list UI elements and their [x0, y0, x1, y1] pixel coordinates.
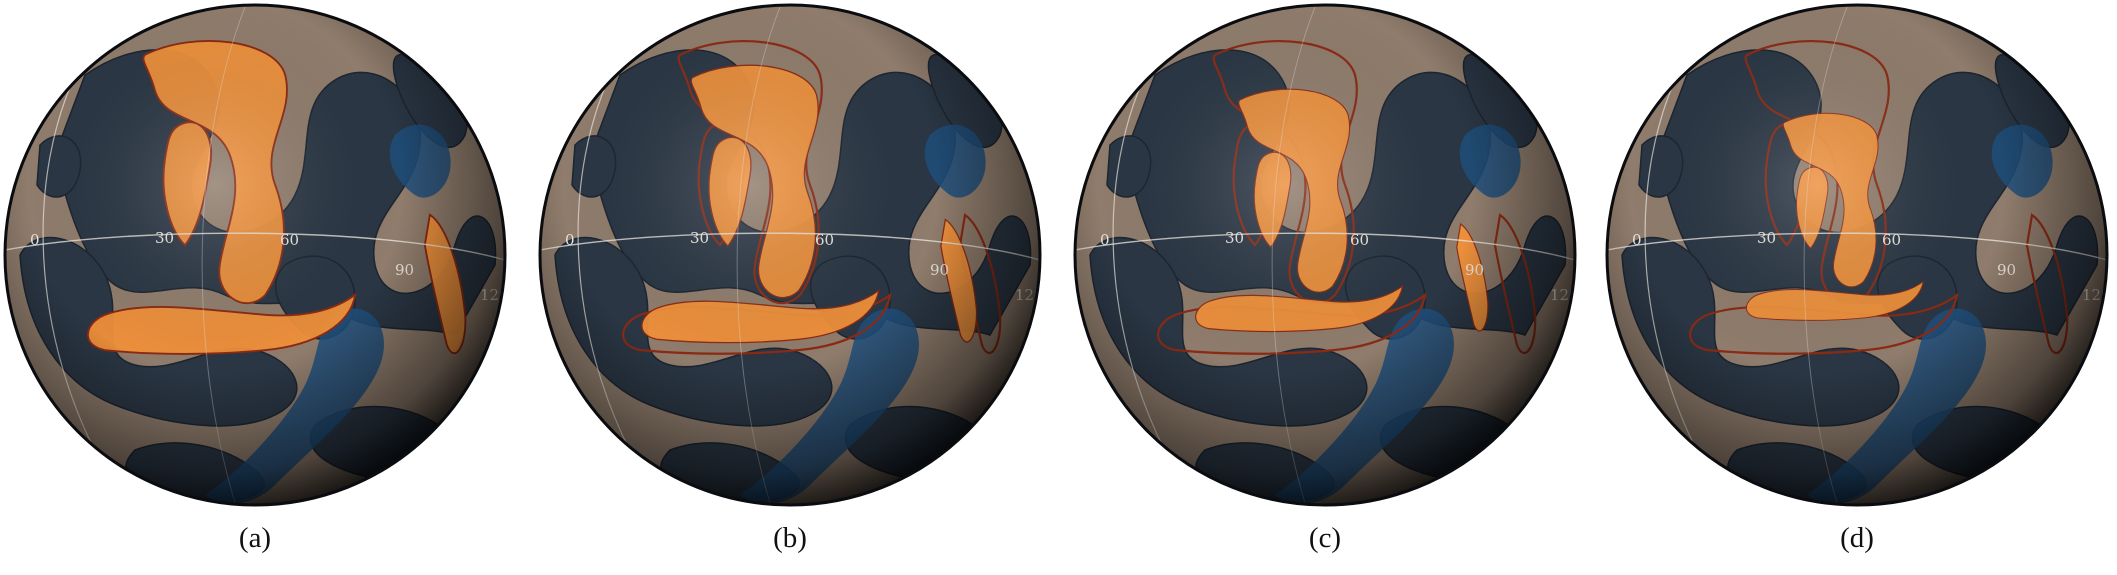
sphere-shading [1607, 5, 2107, 505]
panel-caption: (b) [773, 522, 807, 554]
sphere-outline [1605, 3, 2109, 507]
sphere-outline [538, 3, 1042, 507]
panel-caption: (c) [1308, 522, 1342, 554]
sphere-outline [1073, 3, 1577, 507]
panel-caption: (a) [238, 522, 272, 554]
sphere-outline [3, 3, 507, 507]
sphere-shading [1075, 5, 1575, 505]
sphere-panel-4: 0306090120 [1605, 3, 2109, 507]
sphere-shading [540, 5, 1040, 505]
sphere-shading [5, 5, 505, 505]
sphere-panel-3: 0306090120 [1073, 3, 1577, 507]
panel-caption: (d) [1840, 522, 1874, 554]
sphere-panel-1: 0306090120 [3, 3, 507, 507]
sphere-panel-2: 0306090120 [538, 3, 1042, 507]
